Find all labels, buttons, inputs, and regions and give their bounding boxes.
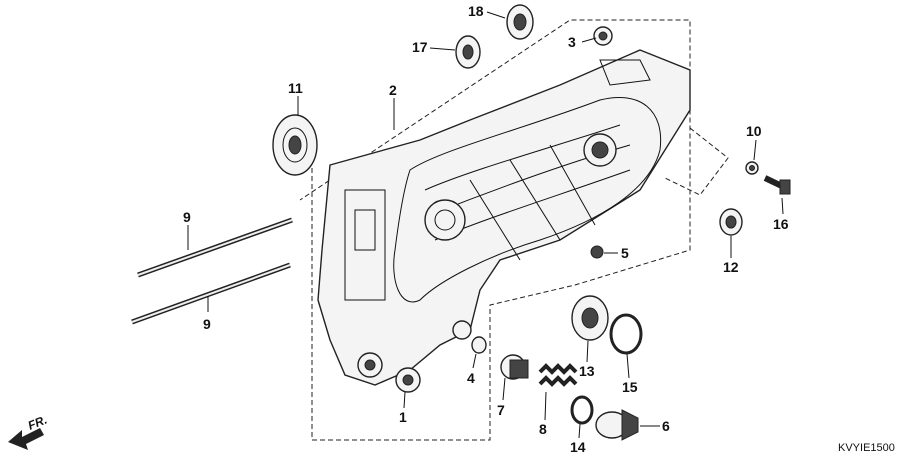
callout-9-upper: 9 bbox=[183, 209, 191, 225]
callout-9-lower: 9 bbox=[203, 316, 211, 332]
bearing-17 bbox=[455, 35, 481, 69]
leader-15 bbox=[626, 353, 630, 379]
callout-6: 6 bbox=[662, 418, 670, 434]
leader-4 bbox=[472, 353, 477, 369]
seal-12 bbox=[719, 208, 743, 236]
callout-16: 16 bbox=[773, 216, 789, 232]
bearing-1 bbox=[395, 367, 421, 393]
seal-3 bbox=[593, 26, 613, 46]
bearing-13 bbox=[571, 295, 609, 341]
o-ring-14 bbox=[570, 395, 594, 425]
leader-13 bbox=[586, 340, 589, 363]
washer-10 bbox=[745, 161, 759, 175]
callout-10: 10 bbox=[746, 123, 762, 139]
bearing-11 bbox=[272, 114, 318, 176]
bolt-16 bbox=[763, 175, 791, 195]
leader-1 bbox=[403, 391, 406, 409]
callout-1: 1 bbox=[399, 409, 407, 425]
callout-14: 14 bbox=[570, 439, 586, 455]
drain-plug-7 bbox=[500, 354, 529, 380]
callout-4: 4 bbox=[467, 370, 475, 386]
leader-7 bbox=[502, 377, 506, 401]
callout-3: 3 bbox=[568, 34, 576, 50]
circlip-15 bbox=[609, 313, 643, 355]
direction-label: FR. bbox=[26, 413, 49, 433]
leader-16 bbox=[781, 197, 784, 215]
leader-3 bbox=[581, 37, 597, 43]
callout-8: 8 bbox=[539, 421, 547, 437]
dowel-pin-4 bbox=[471, 336, 487, 354]
stud-bolt-9-lower bbox=[131, 262, 291, 325]
leader-8 bbox=[544, 391, 547, 421]
spring-8 bbox=[538, 363, 578, 387]
group-outline-main bbox=[299, 19, 691, 441]
callout-11: 11 bbox=[288, 80, 303, 96]
callout-13: 13 bbox=[579, 363, 595, 379]
leader-18 bbox=[486, 11, 506, 19]
leader-10 bbox=[753, 139, 757, 161]
callout-2: 2 bbox=[389, 82, 397, 98]
callout-17: 17 bbox=[412, 39, 428, 55]
group-outline-right bbox=[664, 127, 729, 196]
callout-15: 15 bbox=[622, 379, 638, 395]
dowel-pin-5 bbox=[590, 245, 604, 259]
plug-6 bbox=[595, 409, 639, 441]
callout-7: 7 bbox=[497, 402, 505, 418]
stud-bolt-9-upper bbox=[137, 217, 293, 278]
front-direction-arrow: FR. bbox=[8, 413, 49, 450]
callout-18: 18 bbox=[468, 3, 484, 19]
bearing-18 bbox=[506, 4, 534, 40]
diagram-code: KVYIE1500 bbox=[838, 442, 895, 454]
leader-17 bbox=[429, 47, 456, 51]
callout-5: 5 bbox=[621, 245, 629, 261]
crankcase-part bbox=[317, 49, 691, 386]
callout-12: 12 bbox=[723, 259, 739, 275]
leader-14 bbox=[578, 423, 581, 439]
